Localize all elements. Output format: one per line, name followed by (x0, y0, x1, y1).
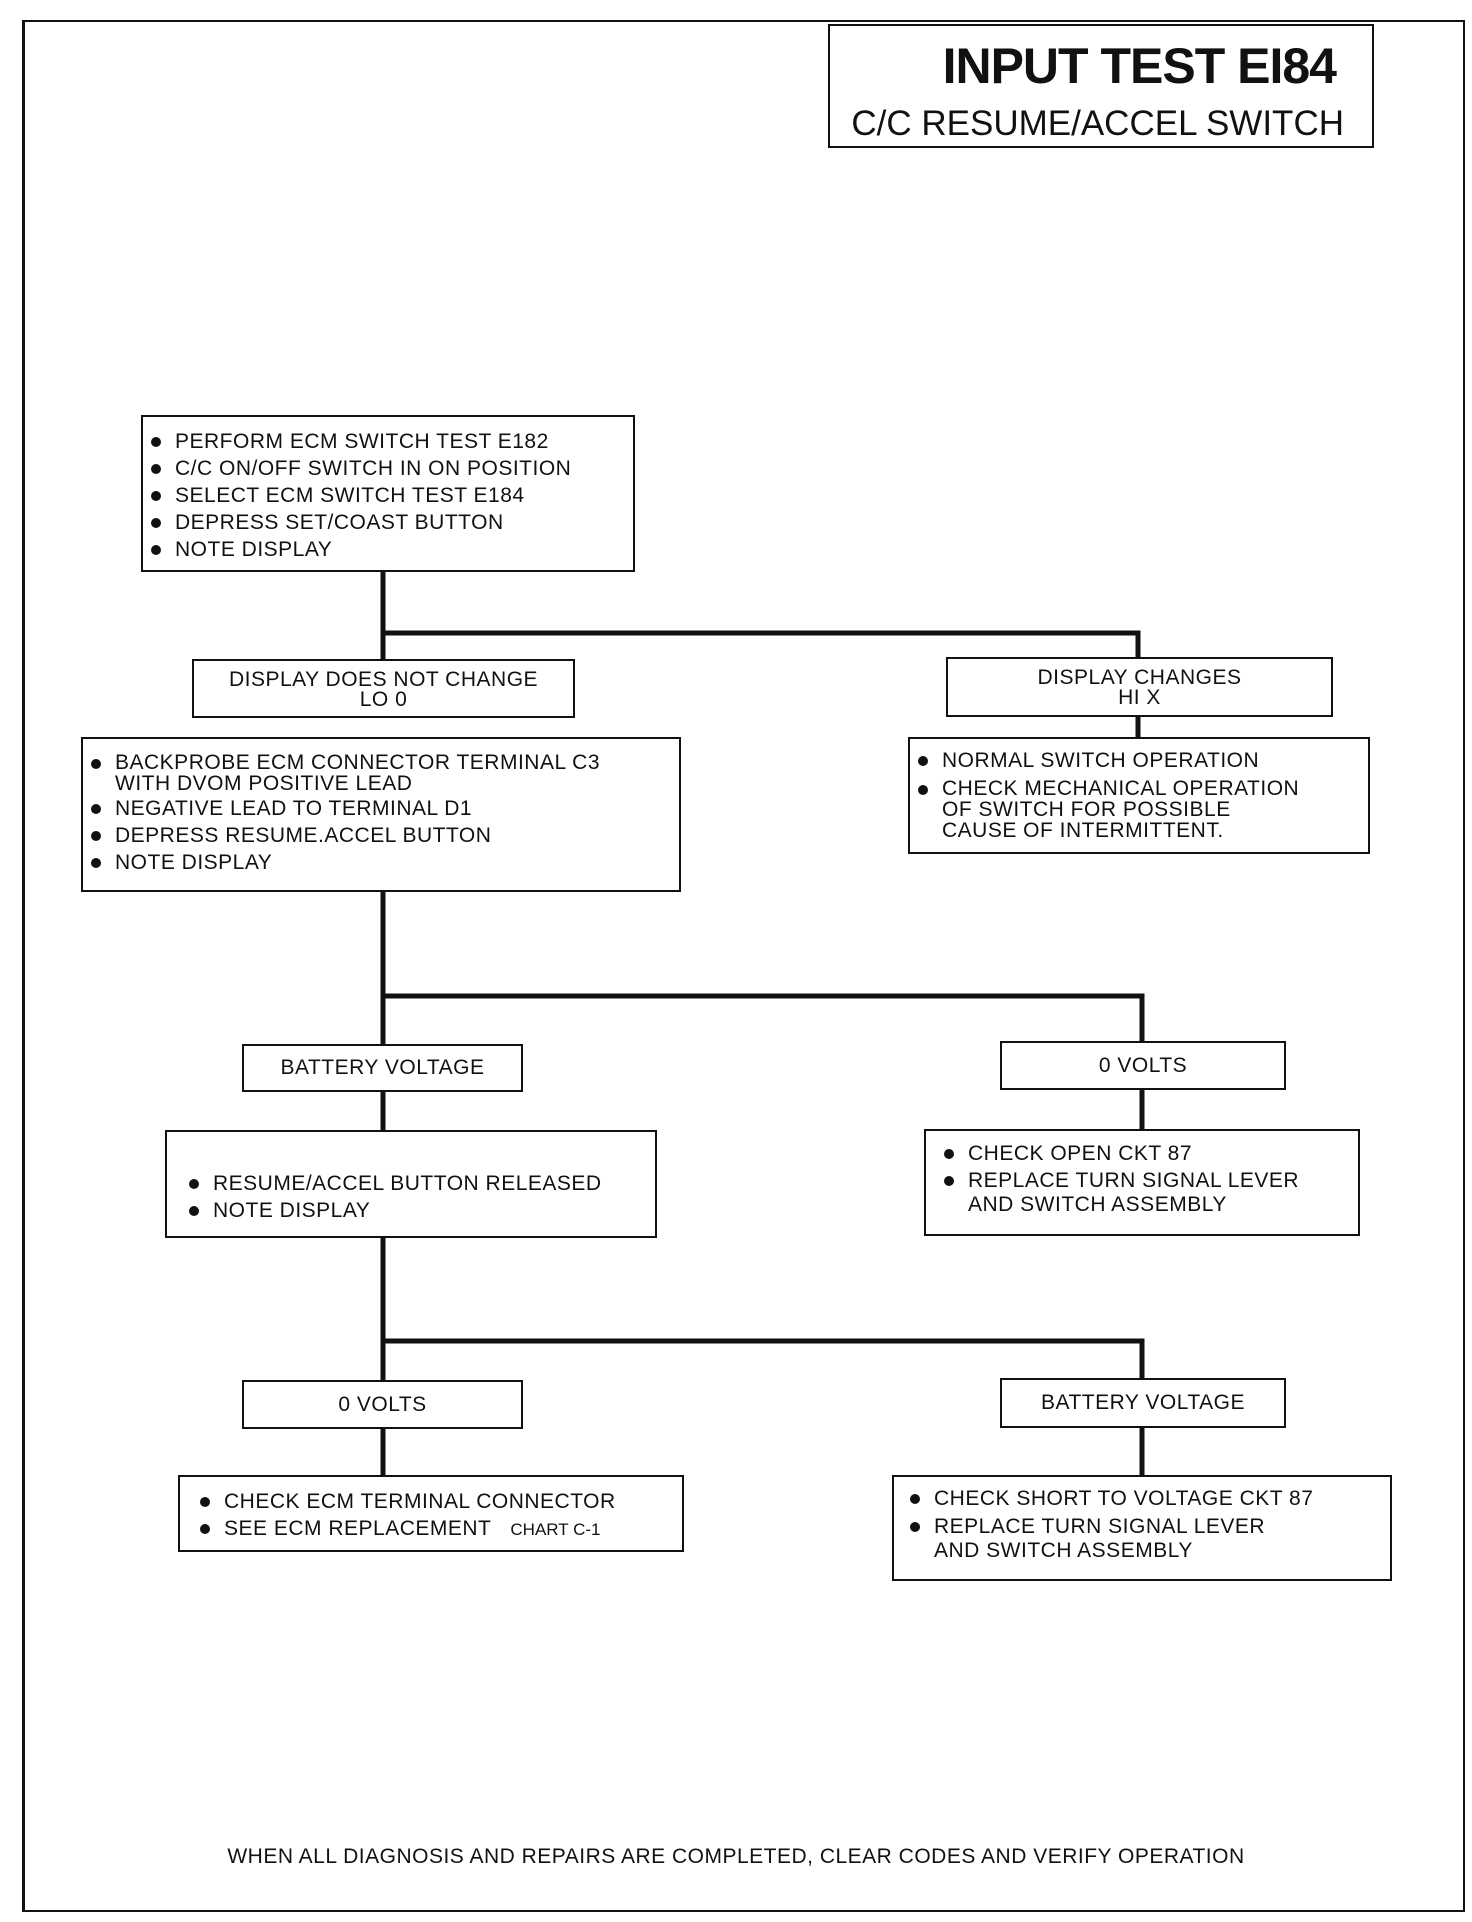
bullet-icon (151, 464, 161, 474)
bullet-icon (910, 1522, 920, 1532)
bullet-icon (200, 1524, 210, 1534)
bullet-icon (918, 785, 928, 795)
result-label-display-changes: DISPLAY CHANGES HI X (946, 657, 1333, 717)
check-ecm-terminal-box: CHECK ECM TERMINAL CONNECTOR SEE ECM REP… (178, 1475, 684, 1552)
start-step-item: NOTE DISPLAY (143, 538, 633, 562)
step-item: DEPRESS RESUME.ACCEL BUTTON (83, 824, 679, 848)
step-item: NORMAL SWITCH OPERATION (910, 749, 1368, 773)
result-label-0-volts: 0 VOLTS (1000, 1041, 1286, 1090)
check-short-to-voltage-box: CHECK SHORT TO VOLTAGE CKT 87 REPLACE TU… (892, 1475, 1392, 1581)
step-item: CHECK OPEN CKT 87 (936, 1142, 1358, 1166)
step-item: NOTE DISPLAY (83, 851, 679, 875)
start-step-item: C/C ON/OFF SWITCH IN ON POSITION (143, 457, 633, 481)
result-label-battery-voltage: BATTERY VOLTAGE (1000, 1378, 1286, 1428)
result-label-display-does-not-change: DISPLAY DOES NOT CHANGE LO 0 (192, 659, 575, 718)
start-step-box: PERFORM ECM SWITCH TEST E182 C/C ON/OFF … (141, 415, 635, 572)
start-step-item: DEPRESS SET/COAST BUTTON (143, 511, 633, 535)
page-frame (22, 20, 1464, 1912)
bullet-icon (91, 831, 101, 841)
start-step-item: SELECT ECM SWITCH TEST E184 (143, 484, 633, 508)
step-item: SEE ECM REPLACEMENT CHART C-1 (192, 1517, 682, 1542)
bullet-icon (91, 804, 101, 814)
bullet-icon (944, 1149, 954, 1159)
footer-note: WHEN ALL DIAGNOSIS AND REPAIRS ARE COMPL… (227, 1845, 1245, 1868)
title-subtitle: C/C RESUME/ACCEL SWITCH (851, 104, 1344, 143)
step-item: NEGATIVE LEAD TO TERMINAL D1 (83, 797, 679, 821)
chart-reference: CHART C-1 (510, 1520, 601, 1539)
page-frame-right-edge (1463, 20, 1465, 1912)
check-open-circuit-box: CHECK OPEN CKT 87 REPLACE TURN SIGNAL LE… (924, 1129, 1360, 1236)
bullet-icon (91, 858, 101, 868)
title-box: INPUT TEST EI84 C/C RESUME/ACCEL SWITCH (828, 24, 1374, 148)
bullet-icon (151, 491, 161, 501)
bullet-icon (200, 1497, 210, 1507)
bullet-icon (910, 1494, 920, 1504)
bullet-icon (189, 1206, 199, 1216)
title-main: INPUT TEST EI84 (942, 38, 1337, 94)
result-label-battery-voltage: BATTERY VOLTAGE (242, 1044, 523, 1092)
step-item: RESUME/ACCEL BUTTON RELEASED (181, 1172, 655, 1196)
step-item: CHECK SHORT TO VOLTAGE CKT 87 (902, 1487, 1390, 1511)
bullet-icon (91, 759, 101, 769)
step-item: NOTE DISPLAY (181, 1199, 655, 1223)
step-item: CHECK ECM TERMINAL CONNECTOR (192, 1490, 682, 1514)
button-released-step-box: RESUME/ACCEL BUTTON RELEASED NOTE DISPLA… (165, 1130, 657, 1238)
bullet-icon (944, 1176, 954, 1186)
bullet-icon (151, 545, 161, 555)
bullet-icon (189, 1179, 199, 1189)
bullet-icon (918, 756, 928, 766)
result-label-0-volts: 0 VOLTS (242, 1380, 523, 1429)
normal-operation-box: NORMAL SWITCH OPERATION CHECK MECHANICAL… (908, 737, 1370, 854)
start-step-item: PERFORM ECM SWITCH TEST E182 (143, 430, 633, 454)
bullet-icon (151, 437, 161, 447)
bullet-icon (151, 518, 161, 528)
